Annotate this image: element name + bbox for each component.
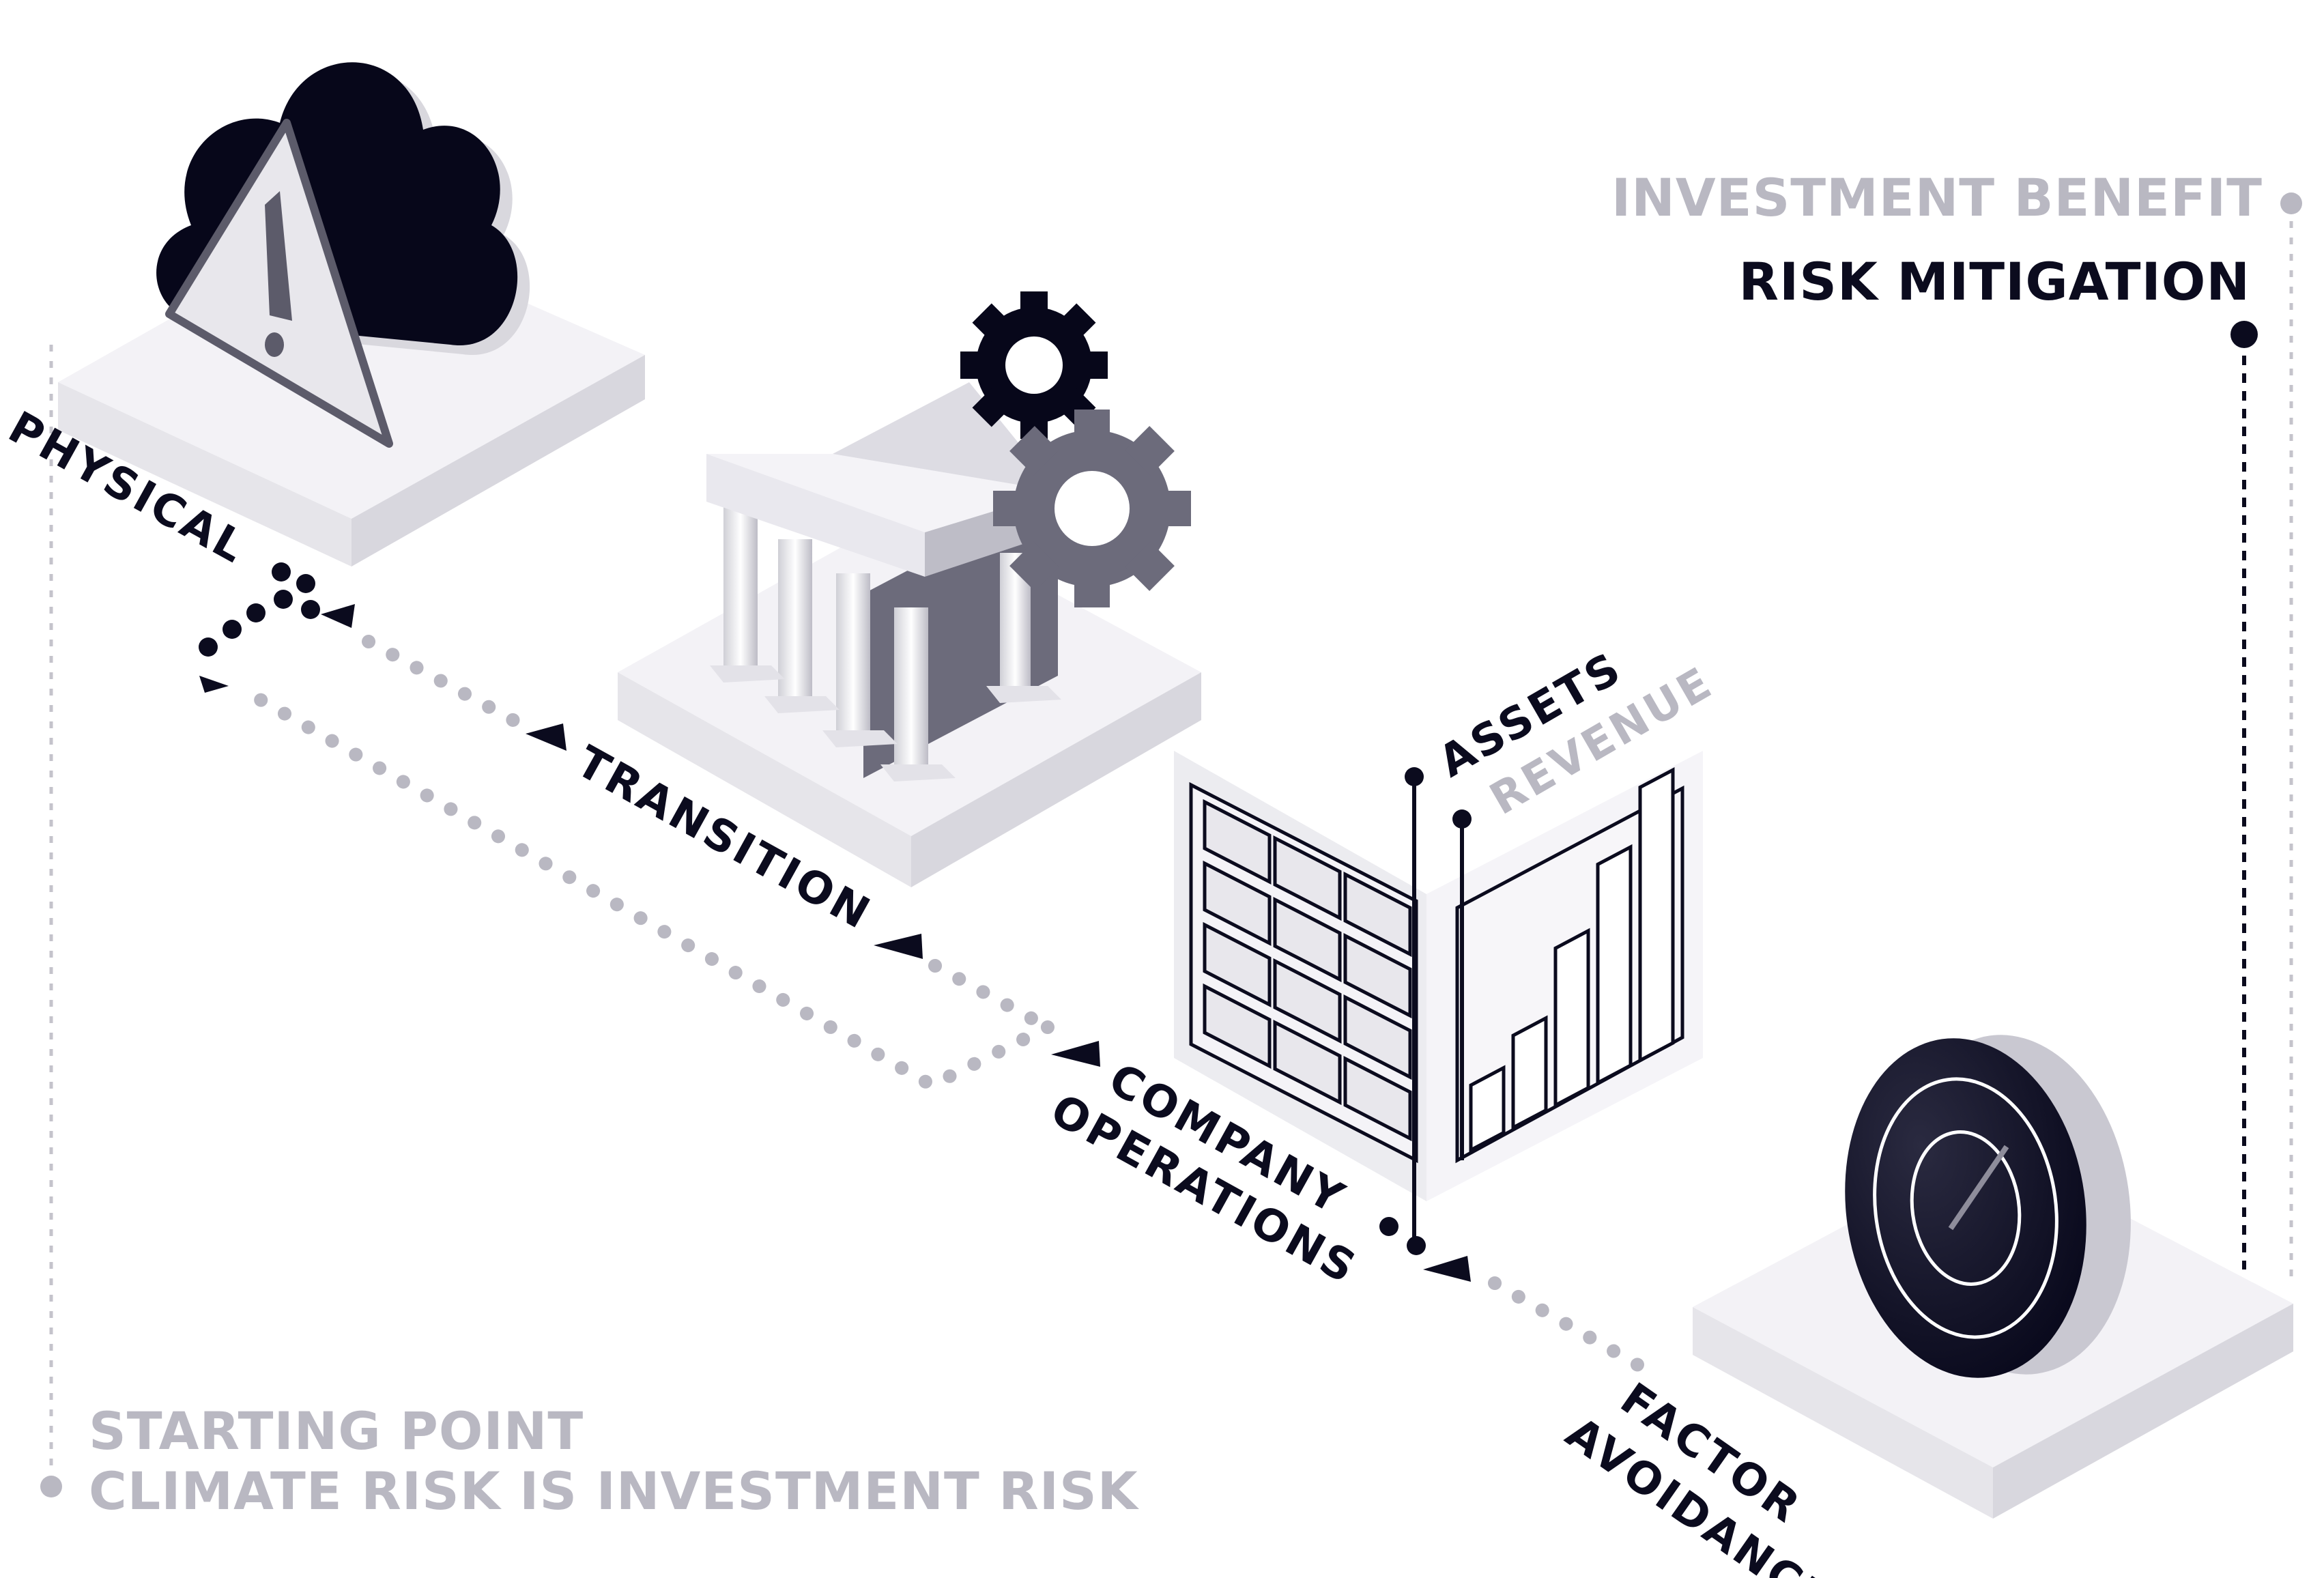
start-title: STARTING POINT bbox=[89, 1401, 584, 1461]
flow-arrowheads bbox=[199, 604, 1471, 1282]
chart-bar bbox=[1511, 1015, 1548, 1131]
bank-building-icon bbox=[706, 382, 1061, 781]
building-grid-icon bbox=[1189, 781, 1418, 1164]
window-cell bbox=[1343, 1055, 1412, 1142]
chart-bar bbox=[1469, 1065, 1506, 1153]
chart-bar bbox=[1596, 844, 1633, 1086]
window-cell bbox=[1203, 921, 1272, 1008]
window-cell bbox=[1273, 1019, 1342, 1106]
window-cell bbox=[1273, 958, 1342, 1044]
chart-bar bbox=[1553, 928, 1590, 1108]
revenue-pointer bbox=[1452, 809, 1472, 1160]
window-cell bbox=[1343, 871, 1412, 958]
gear-icon bbox=[993, 410, 1191, 607]
window-cell bbox=[1203, 983, 1272, 1070]
warning-triangle-icon bbox=[165, 119, 393, 448]
flow-start-dots bbox=[199, 562, 320, 657]
benefit-title: INVESTMENT BENEFIT bbox=[1611, 167, 2263, 228]
benefit-subtitle: RISK MITIGATION bbox=[1738, 251, 2250, 312]
window-cell bbox=[1343, 932, 1412, 1019]
start-guide-line bbox=[40, 345, 62, 1497]
window-cell bbox=[1203, 799, 1272, 885]
flow-path-physical-to-transition bbox=[235, 635, 1645, 1372]
window-cell bbox=[1273, 835, 1342, 921]
chart-bar bbox=[1638, 766, 1675, 1063]
window-cell bbox=[1343, 994, 1412, 1080]
start-subtitle: CLIMATE RISK IS INVESTMENT RISK bbox=[89, 1461, 1138, 1521]
target-icon bbox=[1845, 1035, 2131, 1378]
assets-pointer bbox=[1379, 767, 1426, 1255]
window-cell bbox=[1203, 860, 1272, 947]
benefit-guide-line bbox=[2230, 192, 2302, 1276]
bar-chart-icon bbox=[1455, 766, 1684, 1164]
window-cell bbox=[1273, 896, 1342, 983]
